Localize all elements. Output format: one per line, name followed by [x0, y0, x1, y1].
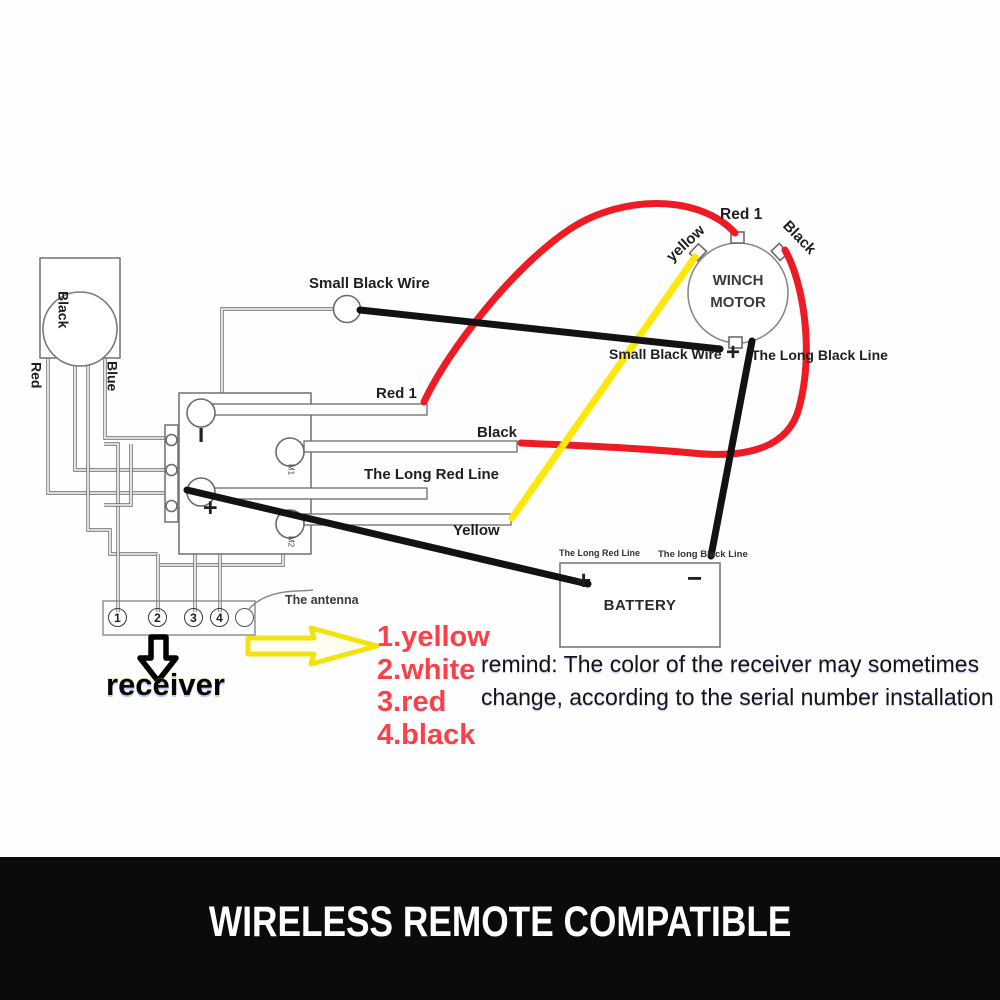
receiver-terminal-1: 1 [108, 608, 127, 627]
wire-red-black-terminal-loop [517, 246, 810, 458]
receiver-down-arrow [137, 634, 179, 684]
bus-bar-long-red [212, 487, 428, 500]
solenoid-terminal-m1 [275, 437, 305, 467]
antenna-terminal [235, 608, 254, 627]
antenna-wire [248, 589, 314, 610]
motor-name-line2: MOTOR [710, 294, 766, 311]
wire-red-motor-to-solenoid [420, 200, 739, 406]
remind-line2: change, according to the serial number i… [481, 683, 994, 710]
bar-label-yellow: Yellow [453, 522, 500, 539]
solenoid-minus-mark [199, 428, 203, 442]
motor-terminal-bottom [728, 336, 743, 349]
bar-label-black: Black [477, 424, 518, 441]
battery-label-black-line: The long Black Line [658, 549, 748, 560]
battery-minus: − [687, 563, 703, 593]
solenoid-m2: M2 [286, 536, 296, 548]
wire-small-black [356, 306, 724, 353]
receiver-terminal-3-number: 3 [190, 610, 197, 625]
receiver-caption: receiver [106, 667, 225, 702]
wire-jumper-run [220, 307, 334, 394]
strip-terminal-2 [165, 463, 178, 477]
legend-yellow-arrow [245, 625, 380, 667]
wire-color-legend: 1.yellow 2.white 3.red 4.black [377, 621, 490, 751]
motor-bottom-small-black: Small Black Wire [609, 346, 722, 362]
control-box-label-black: Black [55, 291, 72, 329]
motor-label-red1: Red 1 [720, 206, 763, 223]
wire-black-to-battery [183, 486, 592, 588]
receiver-terminal-2: 2 [148, 608, 167, 627]
receiver-terminal-3: 3 [184, 608, 203, 627]
legend-item-white: 2.white [377, 653, 476, 686]
receiver-terminal-4: 4 [210, 608, 229, 627]
jumper-terminal [332, 294, 362, 324]
legend-item-yellow: 1.yellow [377, 621, 490, 653]
antenna-label: The antenna [285, 593, 359, 607]
bus-bar-red1 [212, 403, 428, 416]
receiver-terminal-4-number: 4 [216, 610, 223, 625]
bar-label-red1: Red 1 [376, 385, 417, 402]
battery-plus: + [576, 565, 592, 595]
banner: WIRELESS REMOTE COMPATIBLE [0, 857, 1000, 1000]
receiver-terminal-1-number: 1 [114, 610, 121, 625]
battery-title: BATTERY [603, 597, 677, 614]
remind-note: remind: The color of the receiver may so… [481, 648, 994, 713]
diagram-canvas [39, 200, 810, 684]
control-box-circle [42, 291, 118, 367]
motor-bottom-plus: + [726, 339, 741, 366]
control-box-label-red: Red [28, 362, 45, 389]
battery-label-red-line: The Long Red Line [559, 548, 640, 558]
bar-label-long-red: The Long Red Line [364, 466, 499, 483]
wire-long-black [707, 337, 756, 560]
strip-terminal-3 [165, 499, 178, 513]
jumper-label: Small Black Wire [309, 275, 430, 292]
wire-yellow [508, 253, 699, 522]
solenoid-terminal-minus [186, 398, 216, 428]
wire-receiver-t2-left [86, 358, 158, 556]
legend-item-black: 4.black [377, 718, 476, 751]
control-box-label-blue: Blue [104, 361, 121, 392]
battery-box [559, 562, 721, 648]
banner-title: WIRELESS REMOTE COMPATIBLE [208, 898, 792, 946]
motor-bottom-long-black: The Long Black Line [751, 347, 888, 363]
strip-terminal-1 [165, 433, 178, 447]
receiver-terminal-2-number: 2 [154, 610, 161, 625]
receiver-strip [102, 600, 256, 636]
solenoid-m1: M1 [286, 464, 296, 476]
legend-item-red: 3.red [377, 686, 447, 718]
bus-bar-black [303, 440, 518, 453]
motor-name: WINCH MOTOR [688, 270, 788, 314]
solenoid-plus: + [203, 494, 218, 522]
remind-line1: remind: The color of the receiver may so… [481, 651, 980, 677]
motor-name-line1: WINCH [712, 272, 764, 289]
